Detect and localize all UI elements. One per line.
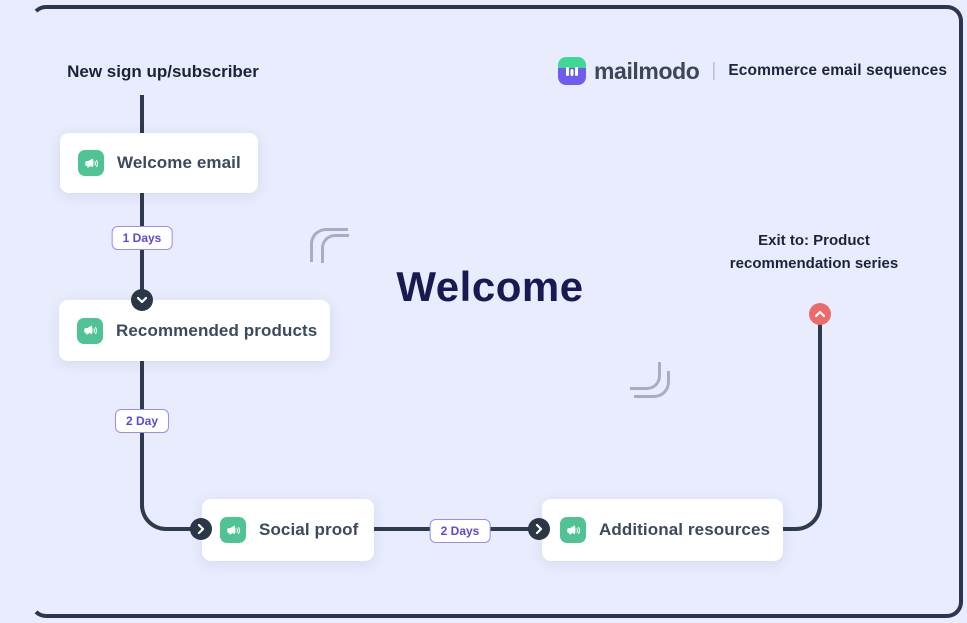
chevron-right-icon	[528, 518, 550, 540]
entry-trigger-label: New sign up/subscriber	[67, 62, 259, 81]
brand-divider: |	[711, 60, 717, 81]
node-label: Recommended products	[116, 320, 318, 340]
announcement-icon	[78, 150, 104, 176]
decorative-curve-bottom-right	[630, 362, 661, 390]
announcement-icon	[560, 517, 586, 543]
node-additional-resources[interactable]: Additional resources	[542, 499, 783, 561]
mailmodo-logo-icon	[558, 57, 586, 85]
decorative-curve-bottom-right	[634, 371, 670, 398]
node-label: Welcome email	[117, 153, 241, 172]
node-label: Additional resources	[599, 520, 771, 539]
chevron-down-icon	[131, 289, 153, 311]
exit-label: Exit to: Product recommendation series	[702, 229, 926, 275]
connector-exit-path	[783, 323, 822, 531]
chevron-right-icon	[190, 518, 212, 540]
node-welcome-email[interactable]: Welcome email	[60, 133, 258, 193]
decorative-curve-top-left	[310, 228, 348, 262]
brand-header: mailmodo | Ecommerce email sequences	[558, 57, 947, 85]
sequence-title: Ecommerce email sequences	[728, 62, 948, 79]
exit-chevron-up-icon[interactable]	[809, 303, 831, 325]
exit-label-line2: recommendation series	[729, 255, 899, 272]
delay-badge[interactable]: 2 Day	[114, 409, 170, 433]
announcement-icon	[77, 317, 103, 344]
node-label: Social proof	[259, 520, 359, 539]
exit-label-line1: Exit to: Product	[758, 232, 870, 249]
node-social-proof[interactable]: Social proof	[202, 499, 374, 561]
page-title: Welcome	[396, 263, 584, 310]
decorative-curve-top-left	[321, 234, 349, 263]
announcement-icon	[220, 517, 246, 543]
delay-badge[interactable]: 1 Days	[111, 226, 173, 250]
node-recommended-products[interactable]: Recommended products	[59, 300, 330, 361]
delay-badge[interactable]: 2 Days	[429, 519, 491, 543]
brand-name: mailmodo	[594, 57, 700, 84]
